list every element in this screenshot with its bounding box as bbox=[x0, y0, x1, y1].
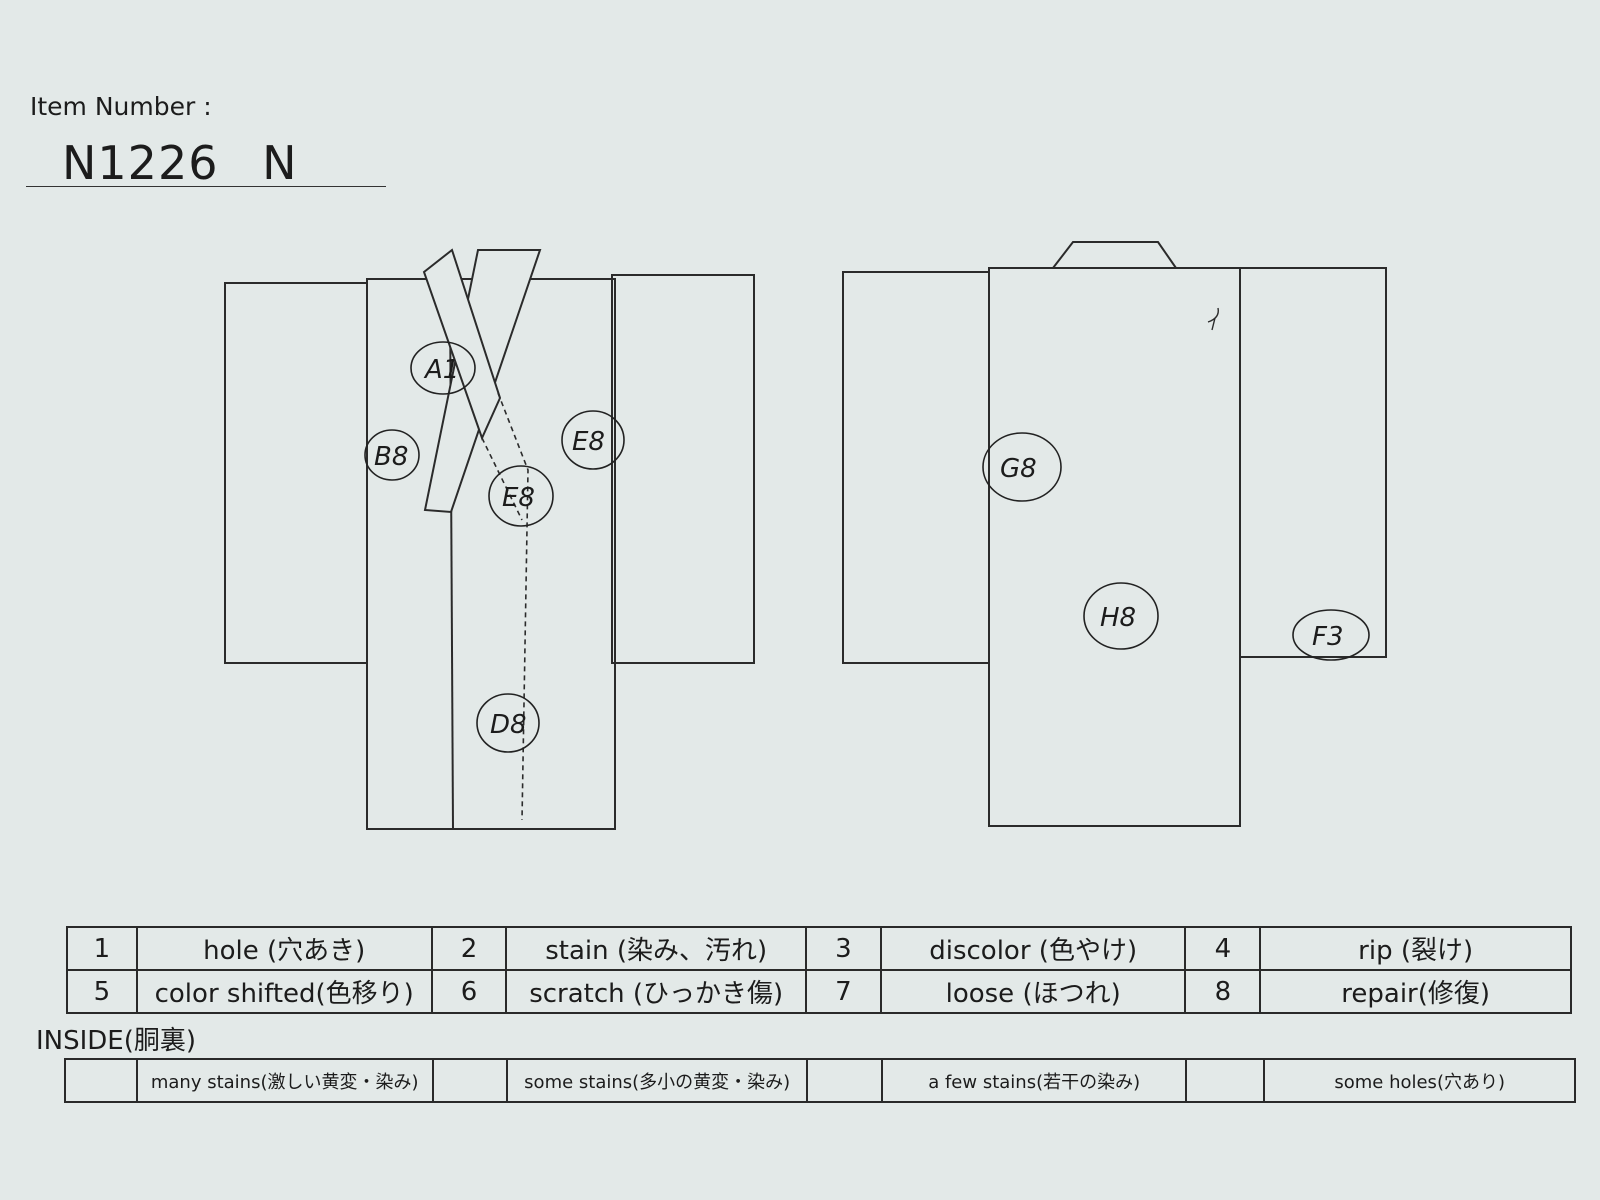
defect-mark: G8 bbox=[982, 432, 1062, 502]
legend-text: hole (穴あき) bbox=[135, 926, 433, 971]
defect-mark: E8 bbox=[488, 465, 554, 527]
front-collar-left bbox=[422, 248, 502, 441]
front-defect-marks: A1 B8 E8 E8 D8 bbox=[364, 341, 625, 753]
item-number-label: Item Number : bbox=[30, 92, 212, 121]
defect-mark-label: E8 bbox=[502, 483, 535, 513]
legend-number: 8 bbox=[1184, 969, 1262, 1014]
legend-text: rip (裂け) bbox=[1259, 926, 1572, 971]
defect-mark: H8 bbox=[1083, 582, 1159, 650]
defect-mark-label: D8 bbox=[490, 710, 527, 740]
legend-text: discolor (色やけ) bbox=[879, 926, 1187, 971]
back-defect-marks: G8 H8 F3 bbox=[982, 432, 1370, 661]
back-left-sleeve bbox=[842, 271, 990, 664]
front-right-sleeve bbox=[611, 274, 755, 664]
front-left-sleeve bbox=[224, 282, 368, 664]
front-panel-overlap-line bbox=[449, 287, 454, 830]
inside-checkbox-cell bbox=[1185, 1058, 1266, 1103]
inside-checkbox-cell bbox=[64, 1058, 138, 1103]
defect-mark-label: H8 bbox=[1100, 603, 1136, 633]
inside-checkbox-cell bbox=[806, 1058, 883, 1103]
legend-row: 5 color shifted(色移り) 6 scratch (ひっかき傷) 7… bbox=[66, 969, 1572, 1014]
kimono-front bbox=[224, 248, 755, 830]
legend-number: 2 bbox=[430, 926, 508, 971]
defect-mark: A1 bbox=[410, 341, 476, 395]
defect-mark: E8 bbox=[561, 410, 625, 470]
kimono-back bbox=[842, 241, 1387, 827]
damage-legend-table: 1 hole (穴あき) 2 stain (染み、汚れ) 3 discolor … bbox=[66, 926, 1572, 1014]
ink-tick-mark bbox=[1207, 307, 1219, 331]
legend-row: 1 hole (穴あき) 2 stain (染み、汚れ) 3 discolor … bbox=[66, 926, 1572, 971]
back-collar bbox=[1052, 241, 1177, 269]
item-number-value: N1226 N bbox=[62, 136, 298, 190]
inside-text: a few stains(若干の染み) bbox=[880, 1058, 1188, 1103]
inside-condition-table: many stains(激しい黄変・染み) some stains(多小の黄変・… bbox=[64, 1058, 1576, 1103]
defect-mark-label: E8 bbox=[572, 427, 605, 457]
legend-text: repair(修復) bbox=[1259, 969, 1572, 1014]
defect-mark-label: G8 bbox=[1000, 454, 1037, 484]
back-right-sleeve bbox=[1239, 267, 1387, 658]
inside-checkbox-cell bbox=[431, 1058, 509, 1103]
inner-panel-dashed-line bbox=[481, 392, 529, 821]
inside-text: some holes(穴あり) bbox=[1263, 1058, 1576, 1103]
inside-section-title: INSIDE(胴裏) bbox=[36, 1026, 197, 1056]
legend-text: stain (染み、汚れ) bbox=[505, 926, 807, 971]
legend-text: color shifted(色移り) bbox=[135, 969, 433, 1014]
defect-mark-label: B8 bbox=[374, 442, 408, 472]
legend-number: 3 bbox=[805, 926, 882, 971]
defect-mark: D8 bbox=[476, 693, 540, 753]
legend-number: 6 bbox=[430, 969, 508, 1014]
inside-text: some stains(多小の黄変・染み) bbox=[506, 1058, 808, 1103]
legend-number: 5 bbox=[66, 969, 138, 1014]
inside-text: many stains(激しい黄変・染み) bbox=[135, 1058, 434, 1103]
defect-mark: B8 bbox=[364, 429, 420, 481]
defect-mark-label: A1 bbox=[423, 355, 459, 385]
legend-text: loose (ほつれ) bbox=[879, 969, 1187, 1014]
legend-number: 7 bbox=[805, 969, 882, 1014]
defect-mark: F3 bbox=[1292, 609, 1370, 661]
inside-row: many stains(激しい黄変・染み) some stains(多小の黄変・… bbox=[64, 1058, 1576, 1103]
legend-number: 1 bbox=[66, 926, 138, 971]
defect-mark-label: F3 bbox=[1312, 622, 1344, 652]
legend-number: 4 bbox=[1184, 926, 1262, 971]
legend-text: scratch (ひっかき傷) bbox=[505, 969, 807, 1014]
back-body bbox=[988, 267, 1241, 827]
item-number-underline bbox=[26, 186, 386, 187]
